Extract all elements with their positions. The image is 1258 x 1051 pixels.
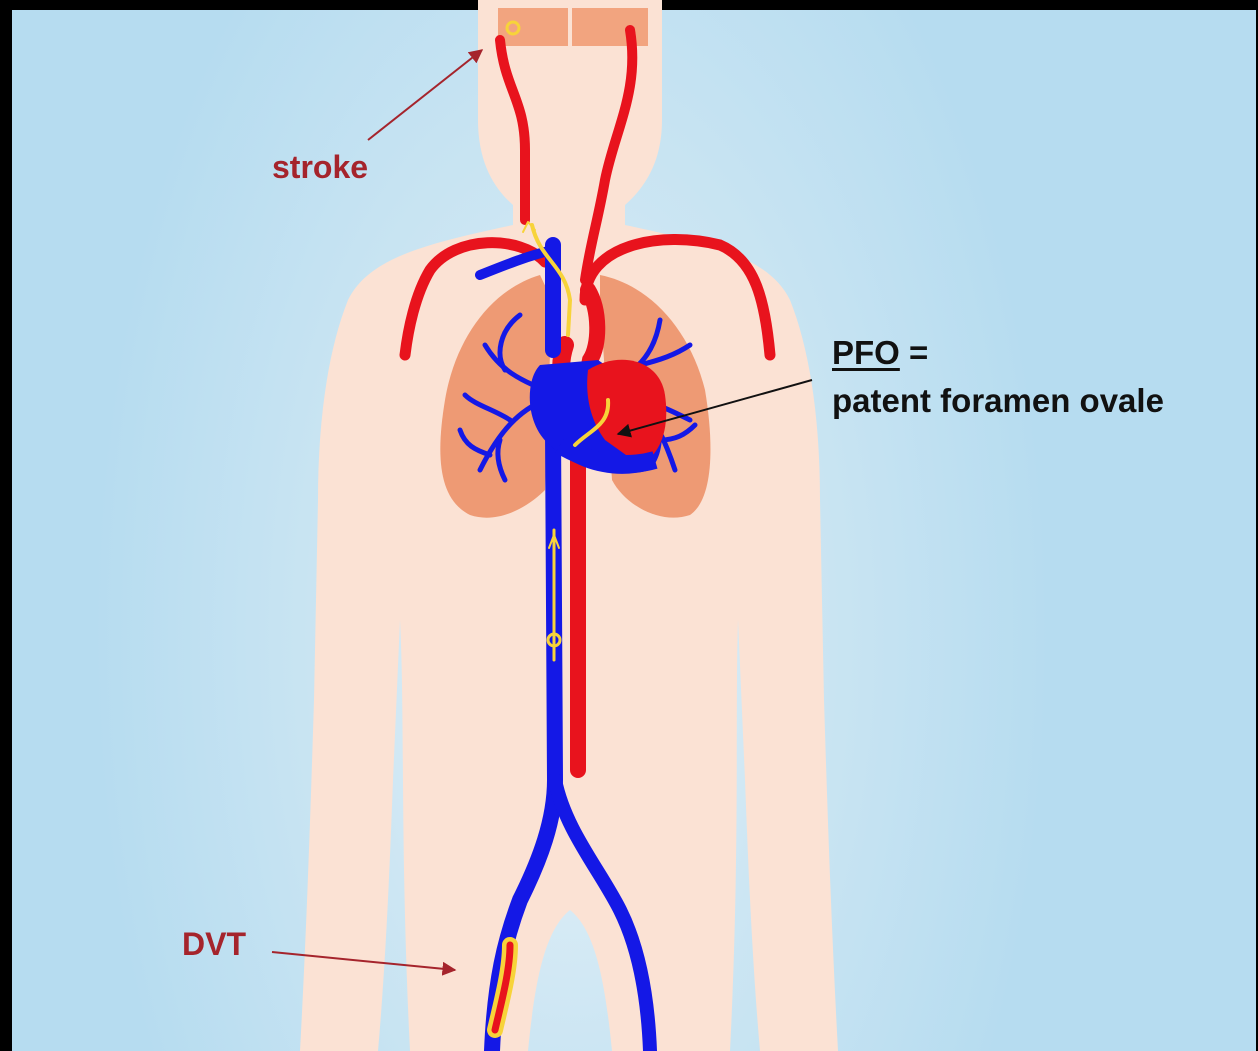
stroke-label: stroke [272,149,368,186]
brain-right-hemisphere [572,8,648,46]
brain [498,8,648,46]
pfo-full-name: patent foramen ovale [832,380,1164,422]
body-silhouette [300,0,838,1051]
dvt-label: DVT [182,926,246,963]
pfo-abbreviation: PFO [832,334,900,371]
stroke-arrow [368,50,482,140]
pfo-equals: = [900,334,928,371]
pfo-label: PFO = [832,332,928,374]
body-shape [300,0,838,1051]
